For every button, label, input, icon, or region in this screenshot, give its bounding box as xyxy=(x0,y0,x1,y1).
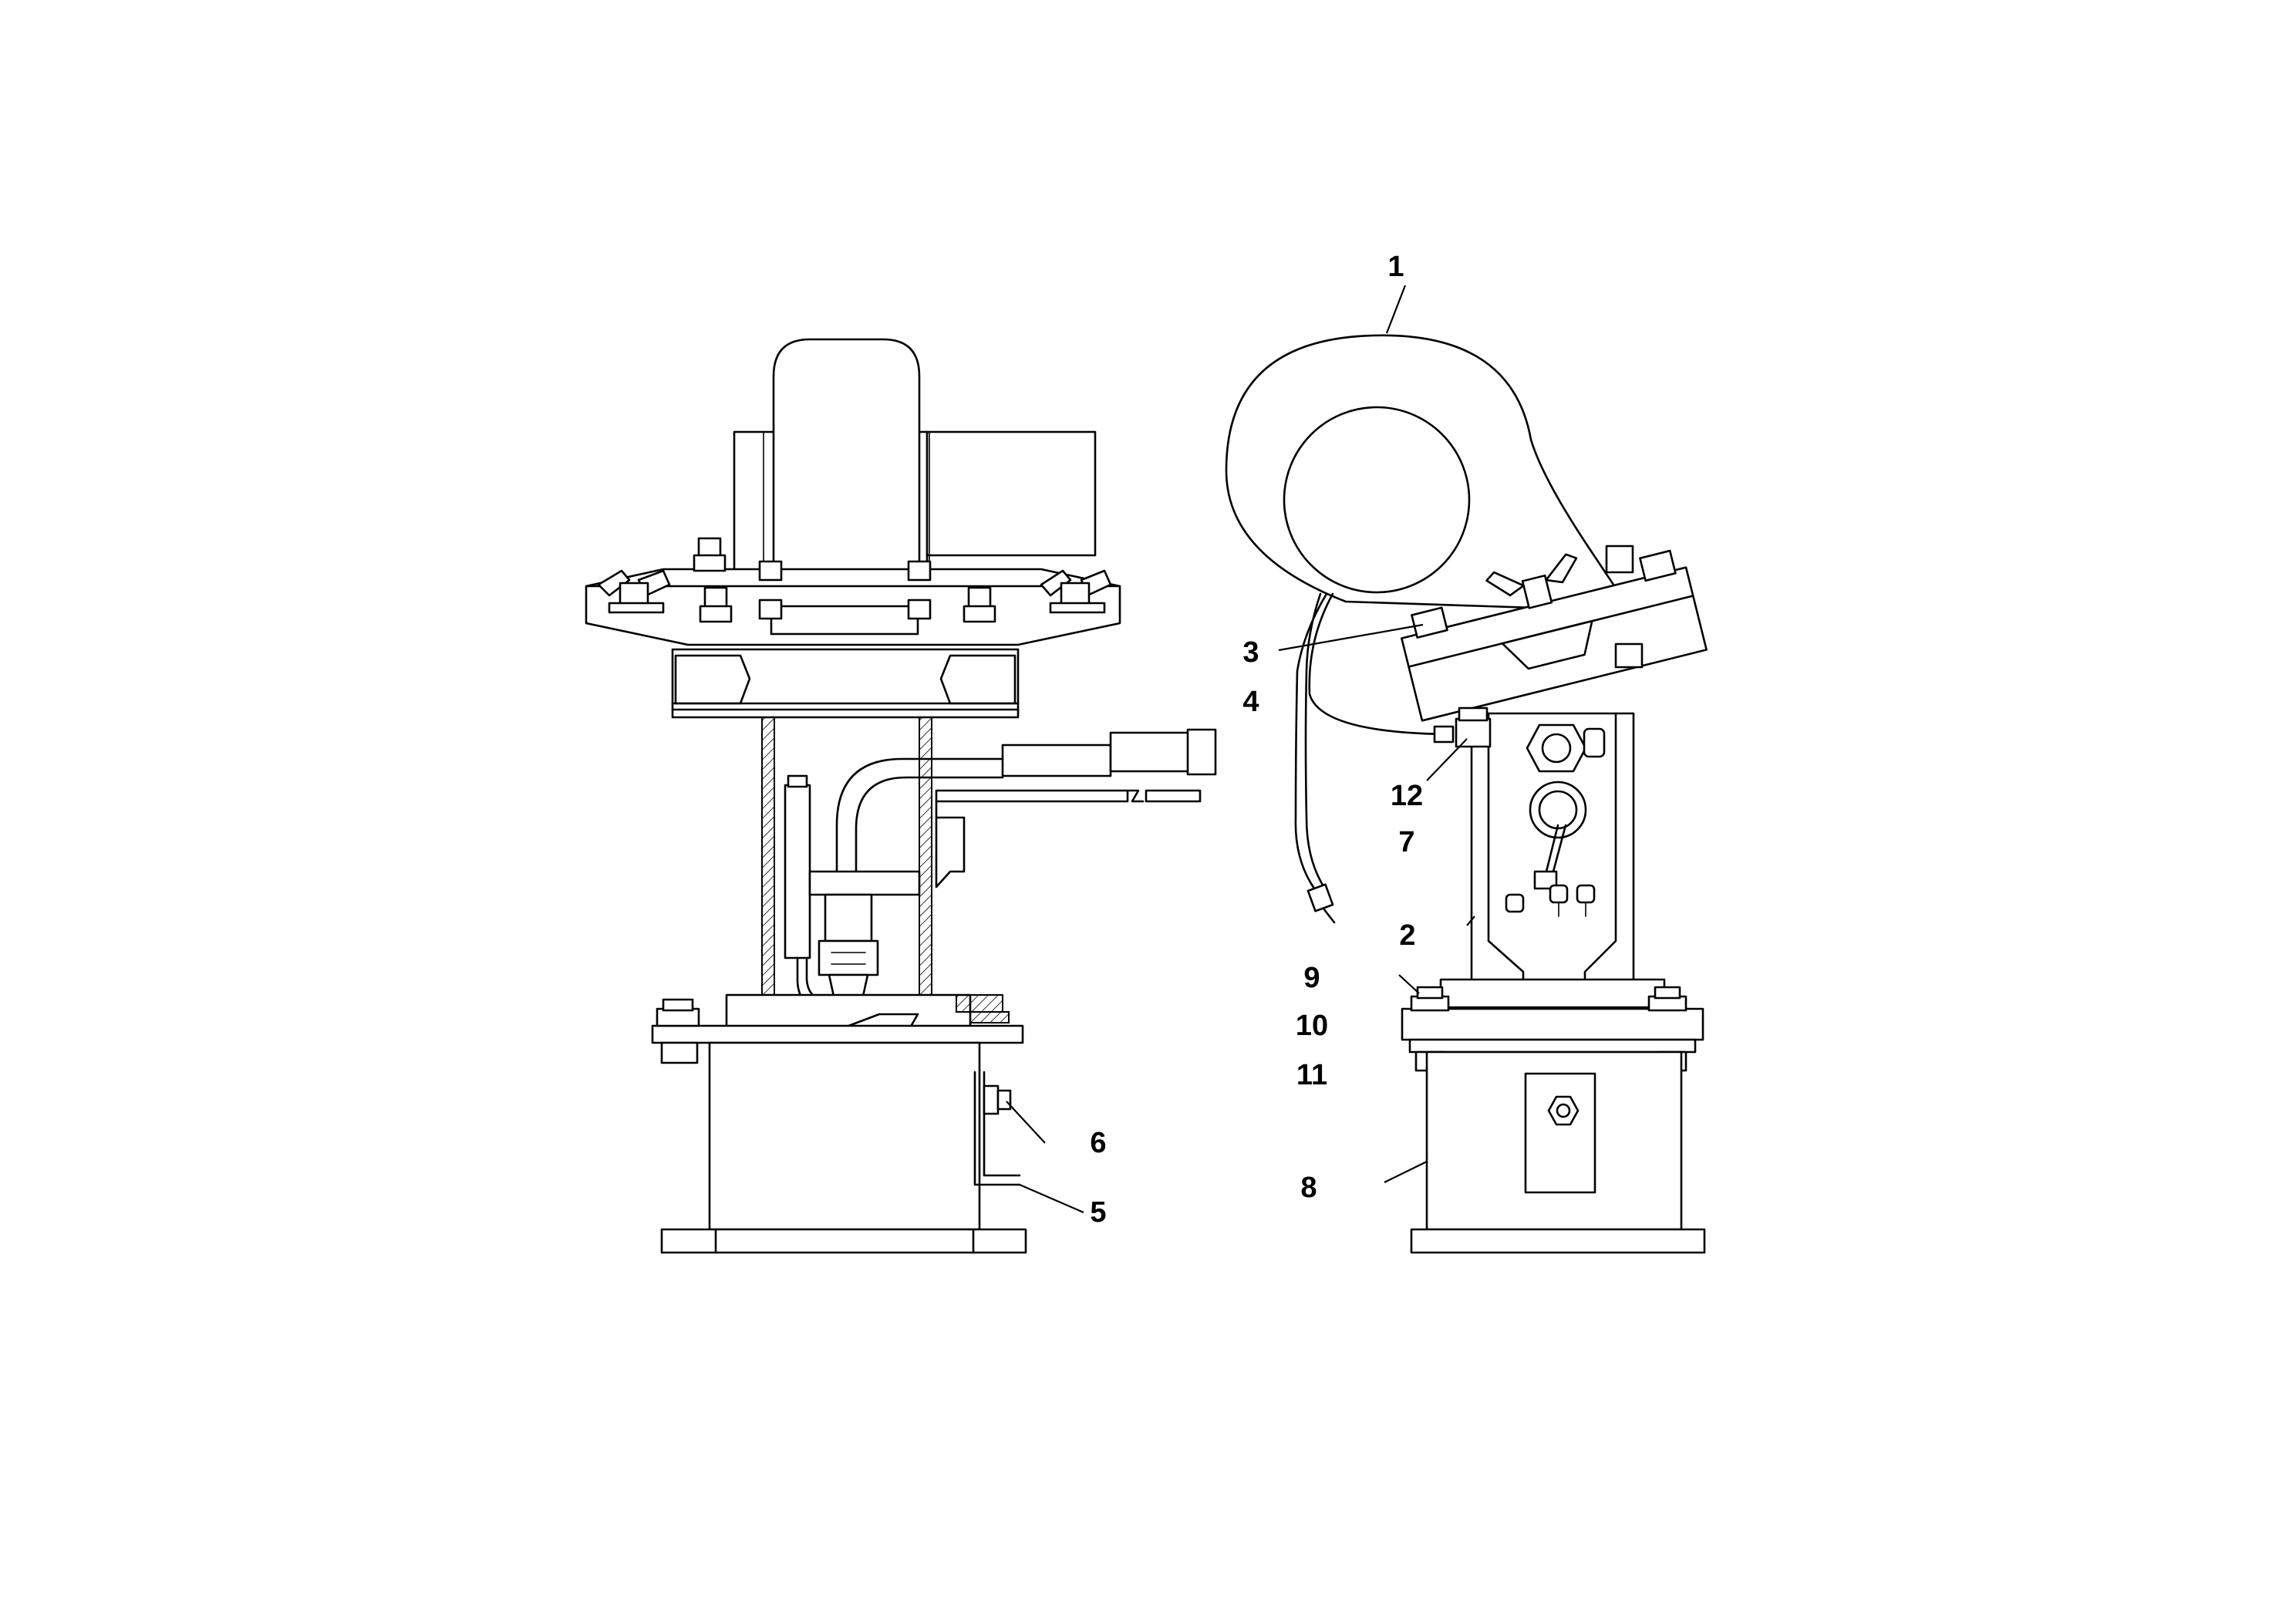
bracket-fittings xyxy=(1505,723,1606,917)
blower-housing xyxy=(1225,334,1621,611)
base-box-right xyxy=(1410,1050,1706,1254)
plate-nuts xyxy=(693,537,996,623)
side-view xyxy=(1225,334,1708,1254)
flange-ring xyxy=(671,648,1020,719)
callout-5: 5 xyxy=(1090,1196,1106,1229)
callout-3: 3 xyxy=(1242,636,1259,669)
leader-lines xyxy=(1006,285,1475,1214)
callout-6: 6 xyxy=(1090,1127,1106,1159)
ignition-cables xyxy=(1294,592,1492,924)
callout-12: 12 xyxy=(1391,780,1423,812)
wing-screw-right xyxy=(1040,569,1112,614)
callout-1: 1 xyxy=(1387,251,1404,283)
callout-labels: 1 2 3 4 5 6 7 8 9 10 11 12 xyxy=(1090,251,1423,1229)
bolt-6 xyxy=(983,1084,1012,1115)
head-nut-side xyxy=(1614,642,1644,669)
base-box-left xyxy=(660,1041,1027,1254)
callout-9: 9 xyxy=(1303,962,1320,994)
callout-4: 4 xyxy=(1242,686,1259,718)
side-bracket xyxy=(935,789,1202,889)
callout-7: 7 xyxy=(1398,826,1414,858)
callout-10: 10 xyxy=(1296,1010,1328,1042)
head-nut-top xyxy=(1605,545,1634,574)
electrode-assembly xyxy=(784,774,921,1012)
lower-flange xyxy=(651,993,1024,1064)
front-section-view xyxy=(585,338,1217,1254)
callout-8: 8 xyxy=(1300,1172,1317,1204)
burner-tube xyxy=(761,717,932,1003)
callout-11: 11 xyxy=(1296,1059,1327,1091)
wing-screw-left xyxy=(597,569,671,614)
tilted-head xyxy=(1401,549,1708,722)
fuel-line xyxy=(835,728,1217,881)
callout-2: 2 xyxy=(1399,919,1415,952)
